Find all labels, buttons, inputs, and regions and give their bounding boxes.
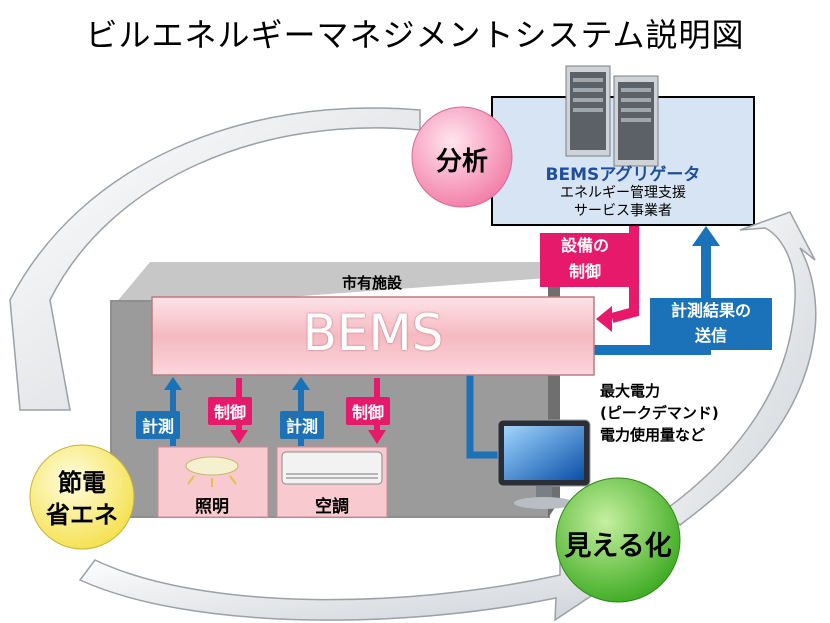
server-icon — [565, 65, 659, 167]
saving-label-line2: 省エネ — [46, 501, 118, 529]
visualize-label: 見える化 — [564, 531, 672, 562]
analysis-circle — [411, 106, 513, 208]
aggregator-desc-line2: サービス事業者 — [574, 203, 672, 219]
send-label-line2: 送信 — [694, 326, 727, 345]
control-label-line2: 制御 — [568, 262, 601, 281]
cycle-arrow-top — [9, 107, 421, 411]
lighting-label: 照明 — [195, 497, 229, 517]
saving-label-line1: 節電 — [58, 469, 106, 497]
bems-label: BEMS — [302, 304, 444, 362]
control-label-line1: 設備の — [560, 236, 609, 255]
aggregator-desc-line1: エネルギー管理支援 — [560, 185, 686, 201]
bems-bar — [151, 296, 595, 376]
send-arrow — [592, 226, 720, 355]
data-note: 最大電力 (ピークデマンド) 電力使用量など — [600, 380, 719, 446]
saving-circle — [29, 444, 135, 550]
data-note-line2: (ピークデマンド) — [600, 404, 719, 422]
data-note-line3: 電力使用量など — [600, 426, 706, 444]
control-arrow — [596, 226, 639, 332]
aircon-control-label: 制御 — [346, 397, 391, 425]
data-line — [466, 370, 505, 459]
aircon-label: 空調 — [315, 497, 349, 517]
data-note-line1: 最大電力 — [600, 382, 661, 400]
control-label-box: 設備の 制御 — [540, 233, 630, 287]
lighting-measure-label: 計測 — [136, 411, 181, 439]
cycle-arrow-bottom — [78, 553, 602, 622]
cycle-arrow-right — [663, 211, 817, 526]
send-label-box: 計測結果の 送信 — [650, 298, 772, 350]
lighting-control-label: 制御 — [208, 397, 253, 425]
aircon-box — [276, 446, 388, 518]
aircon-measure-label: 計測 — [280, 411, 325, 439]
send-label-line1: 計測結果の — [670, 301, 751, 320]
monitor-icon — [497, 419, 591, 509]
page-title: ビルエネルギーマネジメントシステム説明図 — [85, 16, 745, 54]
facility-label: 市有施設 — [341, 274, 402, 292]
lighting-box — [157, 446, 269, 518]
visualize-circle — [555, 477, 681, 603]
aggregator-name: BEMSアグリゲータ — [545, 165, 701, 185]
analysis-label: 分析 — [435, 147, 488, 177]
